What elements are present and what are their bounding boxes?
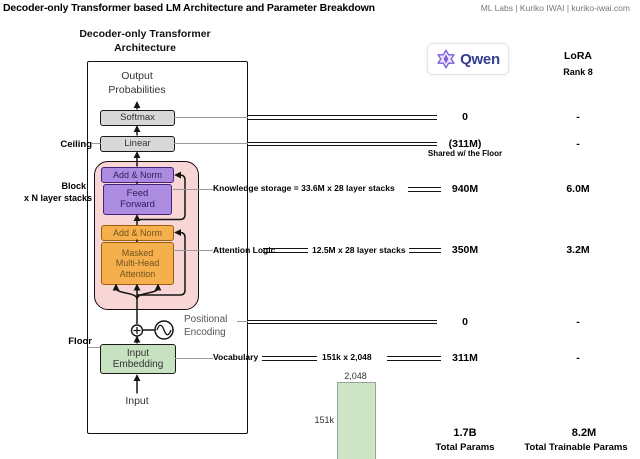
output-line1: Output bbox=[121, 70, 153, 82]
connector-linear bbox=[174, 143, 248, 144]
connector-positional bbox=[237, 321, 248, 322]
dline-linear bbox=[248, 141, 437, 146]
lora-value-positional: - bbox=[576, 315, 580, 328]
add-norm-bottom-label: Add & Norm bbox=[112, 227, 163, 238]
connector-vocabulary bbox=[175, 357, 213, 359]
annotation-attention-formula: 12.5M x 28 layer stacks bbox=[312, 245, 406, 255]
feed-forward-line1: Feed bbox=[126, 187, 149, 199]
lora-total-label: Total Trainable Params bbox=[524, 442, 628, 453]
mha-line3: Attention bbox=[119, 268, 156, 279]
output-line2: Probabilities bbox=[108, 83, 166, 96]
linear-label: Linear bbox=[124, 137, 151, 149]
connector-ffn bbox=[173, 188, 213, 190]
qwen-value-softmax: 0 bbox=[462, 111, 468, 123]
credit-text: ML Labs | Kuriko IWAI | kuriko-iwai.com bbox=[480, 3, 630, 13]
architecture-subtitle: Decoder-only Transformer Architecture bbox=[70, 28, 220, 55]
page-title: Decoder-only Transformer based LM Archit… bbox=[3, 2, 375, 14]
add-norm-top-label: Add & Norm bbox=[112, 169, 163, 180]
dline-positional bbox=[248, 319, 437, 324]
mha-line1: Masked bbox=[121, 247, 154, 258]
connector-attention bbox=[173, 249, 213, 251]
qwen-swirl-icon bbox=[437, 49, 455, 69]
qwen-wordmark: Qwen bbox=[460, 50, 500, 68]
lora-value-embedding: - bbox=[576, 352, 580, 364]
dline-vocabulary-a bbox=[262, 356, 317, 361]
qwen-logo: Qwen bbox=[427, 43, 509, 75]
feed-forward-box: Feed Forward bbox=[103, 184, 172, 215]
lora-value-linear: - bbox=[576, 137, 580, 150]
mha-line2: Multi-Head bbox=[115, 258, 160, 269]
qwen-value-linear: (311M) bbox=[448, 137, 482, 150]
lora-value-ffn: 6.0M bbox=[566, 183, 590, 195]
annotation-attention-label: Attention Logic bbox=[213, 245, 276, 255]
embedding-matrix-bar bbox=[337, 382, 376, 459]
subtitle-line1: Decoder-only Transformer bbox=[79, 28, 211, 40]
dline-vocabulary-b bbox=[387, 356, 441, 361]
qwen-value-attention: 350M bbox=[451, 244, 479, 256]
input-embedding-box: Input Embedding bbox=[100, 344, 176, 374]
dline-softmax bbox=[248, 115, 437, 120]
embed-line1: Input bbox=[126, 347, 150, 359]
connector-floor bbox=[88, 347, 100, 348]
positional-encoding-label: Positional Encoding bbox=[184, 313, 244, 339]
lora-title: LoRA bbox=[564, 50, 592, 62]
output-probabilities-label: Output Probabilities bbox=[97, 70, 177, 97]
positional-line2: Encoding bbox=[184, 327, 226, 338]
lora-value-attention: 3.2M bbox=[566, 244, 590, 256]
connector-softmax bbox=[174, 116, 248, 118]
qwen-value-positional: 0 bbox=[462, 315, 468, 328]
dline-attention-b bbox=[409, 248, 441, 253]
floor-label: Floor bbox=[68, 336, 92, 347]
qwen-value-embedding: 311M bbox=[452, 352, 478, 364]
qwen-total-value: 1.7B bbox=[453, 427, 477, 439]
lora-value-softmax: - bbox=[576, 111, 580, 123]
subtitle-line2: Architecture bbox=[114, 41, 176, 54]
annotation-vocabulary-label: Vocabulary bbox=[213, 352, 259, 362]
sine-wave-icon bbox=[154, 320, 174, 340]
input-label: Input bbox=[125, 395, 149, 407]
ceiling-label: Ceiling bbox=[60, 139, 92, 150]
bar-height-label: 151k bbox=[314, 415, 334, 425]
dline-ffn bbox=[408, 187, 441, 192]
embed-line2: Embedding bbox=[112, 359, 164, 370]
bar-width-label: 2,048 bbox=[344, 371, 367, 381]
qwen-value-ffn: 940M bbox=[451, 183, 479, 195]
lora-total-value: 8.2M bbox=[571, 427, 597, 439]
block-line2: x N layer stacks bbox=[23, 193, 92, 204]
feed-forward-line2: Forward bbox=[120, 198, 155, 210]
block-label: Block x N layer stacks bbox=[18, 180, 92, 204]
annotation-knowledge: Knowledge storage = 33.6M x 28 layer sta… bbox=[213, 183, 395, 193]
plus-circle-icon bbox=[130, 324, 144, 337]
knowledge-formula: = 33.6M x 28 layer stacks bbox=[293, 183, 395, 193]
qwen-linear-note: Shared w/ the Floor bbox=[427, 149, 503, 158]
dline-attention-a bbox=[263, 248, 308, 253]
connector-ceiling bbox=[92, 143, 101, 144]
annotation-vocabulary-formula: 151k x 2,048 bbox=[322, 352, 372, 362]
lora-subtitle: Rank 8 bbox=[563, 67, 593, 77]
qwen-total-label: Total Params bbox=[435, 442, 495, 453]
knowledge-label: Knowledge storage bbox=[213, 183, 292, 193]
positional-line1: Positional bbox=[184, 314, 228, 325]
softmax-label: Softmax bbox=[120, 111, 155, 123]
masked-mha-box: Masked Multi-Head Attention bbox=[101, 242, 174, 285]
block-line1: Block bbox=[61, 181, 86, 191]
